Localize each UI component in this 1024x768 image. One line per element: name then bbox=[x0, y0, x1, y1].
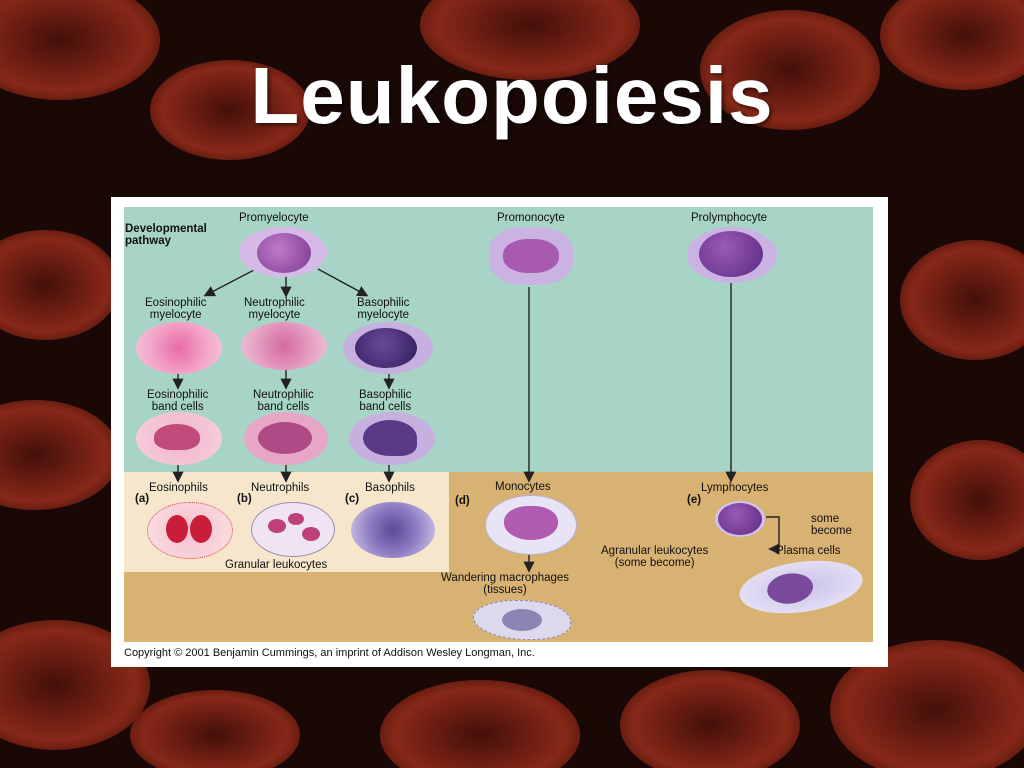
label-a: (a) bbox=[135, 493, 150, 505]
leukopoiesis-diagram: Developmental pathway Promyelocyte Promo… bbox=[111, 197, 888, 667]
neutrophils-label: Neutrophils bbox=[251, 482, 310, 494]
lymphocyte-cell bbox=[715, 501, 765, 537]
neutrophilic-myelocyte-cell bbox=[241, 322, 327, 370]
neutrophilic-myelocyte-label: Neutrophilic myelocyte bbox=[244, 297, 305, 321]
label-c: (c) bbox=[345, 493, 360, 505]
wandering-macrophages-label: Wandering macrophages (tissues) bbox=[441, 572, 570, 596]
eosinophils-label: Eosinophils bbox=[149, 482, 208, 494]
eosinophilic-myelocyte-label: Eosinophilic myelocyte bbox=[145, 297, 207, 321]
granular-leukocytes-label: Granular leukocytes bbox=[225, 559, 328, 571]
prolymphocyte-cell bbox=[687, 227, 777, 283]
neutrophil-cell bbox=[251, 502, 335, 557]
eosinophil-cell bbox=[147, 502, 233, 559]
basophilic-myelocyte-label: Basophilic myelocyte bbox=[357, 297, 410, 321]
some-become-label: some become bbox=[811, 513, 852, 537]
basophilic-band-label: Basophilic band cells bbox=[359, 389, 412, 413]
basophil-cell bbox=[351, 502, 435, 558]
neutrophilic-band-cell bbox=[244, 412, 328, 465]
eosinophilic-band-cell bbox=[136, 412, 222, 465]
copyright-text: Copyright © 2001 Benjamin Cummings, an i… bbox=[124, 647, 535, 659]
monocytes-label: Monocytes bbox=[495, 481, 551, 493]
pathway-arrows bbox=[172, 268, 780, 573]
basophils-label: Basophils bbox=[365, 482, 415, 494]
slide-title: Leukopoiesis bbox=[250, 51, 774, 140]
eosinophilic-band-label: Eosinophilic band cells bbox=[147, 389, 209, 413]
lower-panel bbox=[124, 572, 449, 642]
monocyte-cell bbox=[485, 495, 577, 555]
eosinophilic-myelocyte-cell bbox=[136, 322, 222, 374]
promyelocyte-label: Promyelocyte bbox=[239, 212, 309, 224]
lymphocytes-label: Lymphocytes bbox=[701, 482, 769, 494]
promonocyte-cell bbox=[489, 227, 573, 285]
agranular-leukocytes-label: Agranular leukocytes (some become) bbox=[601, 545, 709, 569]
label-d: (d) bbox=[455, 495, 470, 507]
prolymphocyte-label: Prolymphocyte bbox=[691, 212, 768, 224]
macrophage-cell bbox=[473, 600, 571, 640]
developmental-pathway-label: Developmental pathway bbox=[125, 223, 207, 247]
promonocyte-label: Promonocyte bbox=[497, 212, 565, 224]
label-b: (b) bbox=[237, 493, 252, 505]
label-e: (e) bbox=[687, 494, 702, 506]
plasma-cells-label: Plasma cells bbox=[776, 545, 841, 557]
neutrophilic-band-label: Neutrophilic band cells bbox=[253, 389, 314, 413]
promyelocyte-cell bbox=[239, 227, 327, 277]
basophilic-band-cell bbox=[349, 412, 435, 465]
basophilic-myelocyte-cell bbox=[343, 322, 433, 374]
